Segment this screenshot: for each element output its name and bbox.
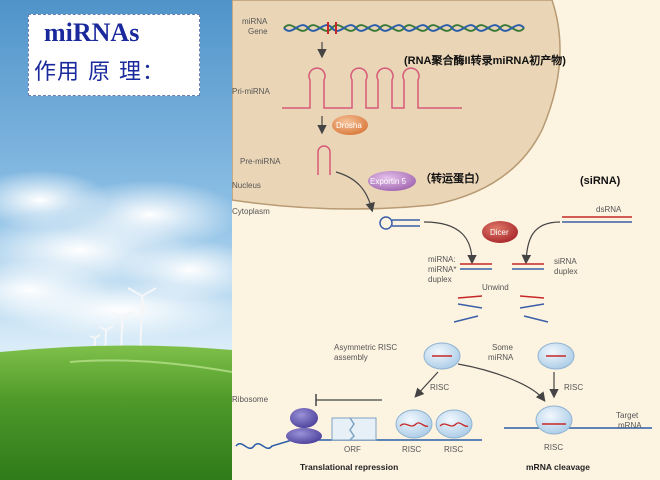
label-unwind: Unwind bbox=[482, 283, 509, 292]
label-translational-repression: Translational repression bbox=[300, 462, 398, 472]
note-polymerase-ii: (RNA聚合酶II转录miRNA初产物) bbox=[404, 53, 566, 67]
mirna-pathway-diagram: miRNA Gene (RNA聚合酶II转录miRNA初产物) Pri-miRN… bbox=[232, 0, 660, 480]
risc-repression-2 bbox=[435, 409, 473, 439]
ribosome-large-subunit bbox=[286, 428, 322, 444]
label-ribosome: Ribosome bbox=[232, 395, 269, 404]
mrna-strand-left bbox=[235, 439, 482, 449]
label-assembly: assembly bbox=[334, 353, 368, 362]
label-duplex: duplex bbox=[428, 275, 452, 284]
title-mirnas: miRNAs bbox=[44, 18, 140, 47]
note-sirna: (siRNA) bbox=[580, 175, 621, 187]
sirna-duplex bbox=[512, 263, 544, 270]
exportin5-protein bbox=[368, 171, 416, 191]
label-pre-mirna: Pre-miRNA bbox=[240, 157, 281, 166]
label-risc-mid-left: RISC bbox=[430, 383, 449, 392]
pri-mirna-hairpins bbox=[282, 67, 462, 109]
unwinding-strands bbox=[453, 295, 549, 323]
label-orf: ORF bbox=[344, 445, 361, 454]
label-target-mrna: mRNA bbox=[618, 421, 642, 430]
label-mrna-cleavage: mRNA cleavage bbox=[526, 462, 590, 472]
pre-mirna-hairpin bbox=[317, 145, 331, 175]
label-risc-mid-right: RISC bbox=[564, 383, 583, 392]
risc-repression-1 bbox=[395, 409, 433, 439]
nucleus-shape bbox=[232, 0, 561, 210]
label-mirna-colon: miRNA: bbox=[428, 255, 456, 264]
label-mirna: miRNA bbox=[242, 17, 268, 26]
cytoplasm-pre-mirna bbox=[392, 219, 420, 227]
dicer-enzyme bbox=[482, 221, 518, 243]
label-risc-repression-2: RISC bbox=[444, 445, 463, 454]
label-target: Target bbox=[616, 411, 639, 420]
label-sirna: siRNA bbox=[554, 257, 577, 266]
risc-cleavage bbox=[535, 405, 573, 435]
label-risc-repression-1: RISC bbox=[402, 445, 421, 454]
label-risc-cleavage: RISC bbox=[544, 443, 563, 452]
mirna-gene-dna bbox=[283, 22, 525, 34]
label-gene: Gene bbox=[248, 27, 268, 36]
label-mirna-star: miRNA* bbox=[428, 265, 456, 274]
label-sirna-duplex: duplex bbox=[554, 267, 578, 276]
title-principle: 作用 原 理： bbox=[34, 60, 165, 85]
label-drosha: Drosha bbox=[336, 121, 362, 130]
label-nucleus: Nucleus bbox=[232, 181, 261, 190]
mirna-duplex bbox=[460, 263, 492, 270]
orf-box bbox=[331, 417, 377, 441]
label-dicer: Dicer bbox=[490, 228, 509, 237]
dsrna-strands bbox=[562, 216, 632, 223]
label-mirna-some: miRNA bbox=[488, 353, 514, 362]
label-pri-mirna: Pri-miRNA bbox=[232, 87, 270, 96]
label-dsrna: dsRNA bbox=[596, 205, 622, 214]
label-cytoplasm: Cytoplasm bbox=[232, 207, 270, 216]
ribosome-small-subunit bbox=[290, 408, 318, 428]
label-exportin5: Exportin 5 bbox=[370, 177, 407, 186]
title-box bbox=[28, 14, 200, 96]
note-transport-protein: （转运蛋白） bbox=[420, 171, 486, 185]
label-some: Some bbox=[492, 343, 513, 352]
label-asymmetric-risc: Asymmetric RISC bbox=[334, 343, 397, 352]
drosha-enzyme bbox=[332, 115, 368, 135]
